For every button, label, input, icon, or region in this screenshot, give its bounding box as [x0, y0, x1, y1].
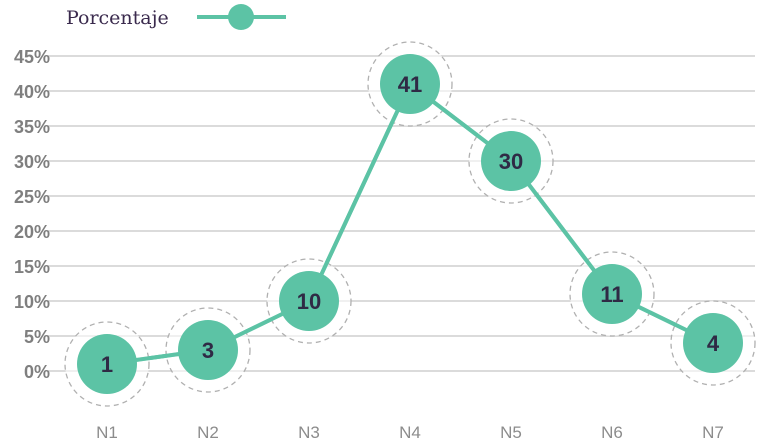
data-label: 10: [297, 289, 321, 314]
data-label: 41: [398, 72, 422, 97]
x-tick-label: N1: [96, 423, 118, 442]
y-tick-label: 30%: [14, 152, 50, 172]
data-point: [380, 54, 440, 114]
gridlines: [48, 55, 755, 372]
x-tick-label: N6: [601, 423, 623, 442]
legend: Porcentaje: [66, 4, 286, 30]
data-label: 1: [101, 352, 113, 377]
y-axis-ticks: 0% 5% 10% 15% 20% 25% 30% 35% 40% 45%: [14, 47, 50, 382]
legend-label: Porcentaje: [66, 7, 169, 29]
y-tick-label: 20%: [14, 222, 50, 242]
y-tick-label: 10%: [14, 292, 50, 312]
series-porcentaje: 1 3 10 41 30 11 4: [64, 41, 756, 407]
data-label: 4: [707, 331, 720, 356]
data-point: [582, 264, 642, 324]
data-label: 3: [202, 338, 214, 363]
x-axis-ticks: N1 N2 N3 N4 N5 N6 N7: [96, 423, 724, 442]
x-tick-label: N4: [399, 423, 421, 442]
x-tick-label: N5: [500, 423, 522, 442]
y-tick-label: 45%: [14, 47, 50, 67]
y-tick-label: 5%: [24, 327, 50, 347]
data-point: [279, 271, 339, 331]
legend-marker-swatch: [228, 4, 254, 30]
data-point: [683, 313, 743, 373]
data-point: [178, 320, 238, 380]
data-point: [481, 131, 541, 191]
y-tick-label: 15%: [14, 257, 50, 277]
y-tick-label: 35%: [14, 117, 50, 137]
x-tick-label: N2: [197, 423, 219, 442]
y-tick-label: 0%: [24, 362, 50, 382]
data-label: 30: [499, 149, 523, 174]
data-label: 11: [600, 282, 623, 307]
x-tick-label: N7: [702, 423, 724, 442]
y-tick-label: 40%: [14, 82, 50, 102]
y-tick-label: 25%: [14, 187, 50, 207]
x-tick-label: N3: [298, 423, 320, 442]
data-point: [77, 334, 137, 394]
